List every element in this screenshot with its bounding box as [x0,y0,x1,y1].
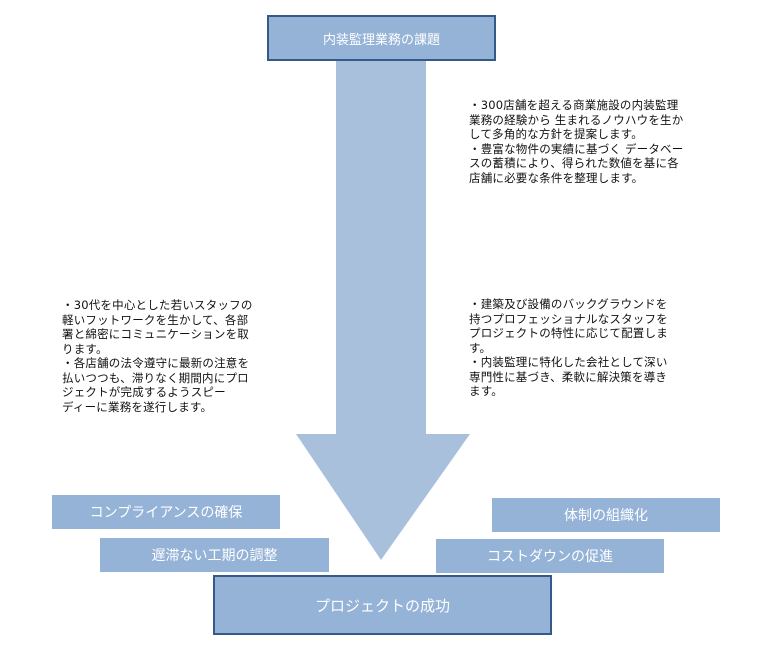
result-label: プロジェクトの成功 [314,596,450,615]
note-bottom-right: ・建築及び設備のバックグラウンドを 持つプロフェッショナルなスタッフを プロジェ… [469,297,668,398]
note-top-right: ・300店舗を超える商業施設の内装監理 業務の経験から 生まれるノウハウを生か … [469,98,684,185]
tag-organization-label: 体制の組織化 [564,508,648,524]
down-arrow-shape [296,60,470,560]
title-label: 内装監理業務の課題 [322,32,440,48]
tag-schedule: 遅滞ない工期の調整 [100,538,329,572]
tag-cost: コストダウンの促進 [436,539,664,573]
title-box: 内装監理業務の課題 [267,15,496,61]
tag-organization: 体制の組織化 [492,498,720,532]
tag-schedule-label: 遅滞ない工期の調整 [151,548,278,564]
tag-compliance-label: コンプライアンスの確保 [89,505,243,521]
tag-cost-label: コストダウンの促進 [487,549,613,565]
note-left: ・30代を中心とした若いスタッフの 軽いフットワークを生かして、各部 署と綿密に… [62,298,253,414]
tag-compliance: コンプライアンスの確保 [52,495,280,529]
result-box: プロジェクトの成功 [213,575,552,635]
